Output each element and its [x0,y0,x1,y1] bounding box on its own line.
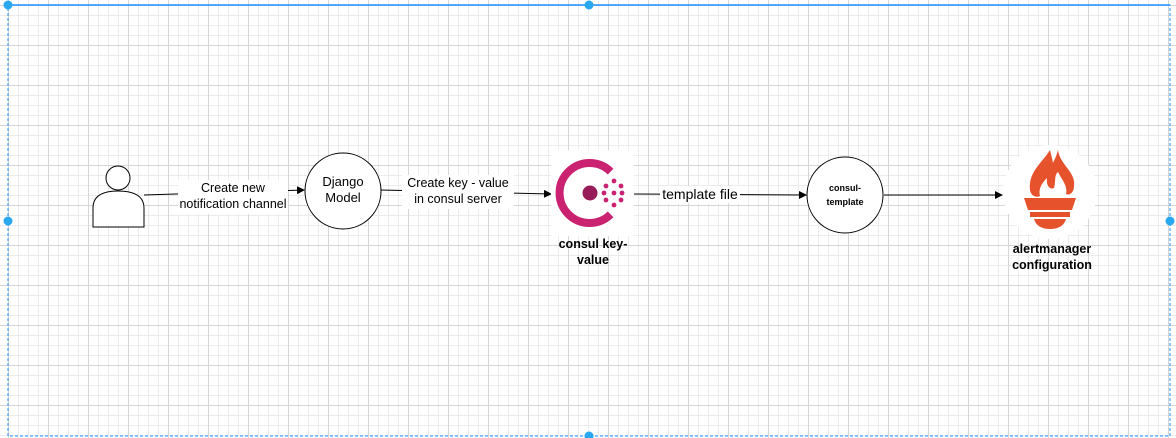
selection-handle-top-middle[interactable] [584,0,594,10]
edge-label-template-file-text: template file [662,186,738,202]
edge-label-create-channel: Create new notification channel [178,180,288,214]
consul-kv-label-line2: value [577,253,609,267]
django-model-label: Django Model [305,174,381,208]
consul-kv-label-line1: consul key- [558,237,628,251]
django-model-node[interactable] [304,152,382,230]
selection-handle-bottom-middle[interactable] [584,431,594,438]
alertmanager-label: alertmanager configuration [992,241,1112,275]
selection-handle-middle-left[interactable] [3,216,13,226]
django-model-label-line1: Django [322,174,364,189]
edge-label-create-channel-line2: notification channel [179,197,287,211]
alertmanager-label-line1: alertmanager [1012,242,1092,256]
consul-logo-icon[interactable] [551,150,634,236]
consul-kv-label: consul key- value [552,236,634,270]
edge-label-create-channel-line1: Create new [201,181,265,195]
edge-label-create-key-value: Create key - value in consul server [402,175,514,209]
consul-template-label-line2: template [826,197,864,207]
selection-handle-middle-right[interactable] [1165,216,1175,226]
consul-template-node[interactable] [806,156,884,234]
user-icon[interactable] [92,165,145,228]
consul-template-label-line1: consul- [828,183,861,193]
alertmanager-label-line2: configuration [1012,258,1092,272]
selection-handle-top-left[interactable] [3,0,13,10]
prometheus-logo-icon[interactable] [1003,145,1097,239]
django-model-label-line2: Model [325,190,361,205]
edge-label-template-file: template file [660,186,740,203]
consul-template-label: consul- template [807,181,883,211]
edge-label-create-key-value-line2: in consul server [414,192,502,206]
edge-label-create-key-value-line1: Create key - value [407,176,509,190]
